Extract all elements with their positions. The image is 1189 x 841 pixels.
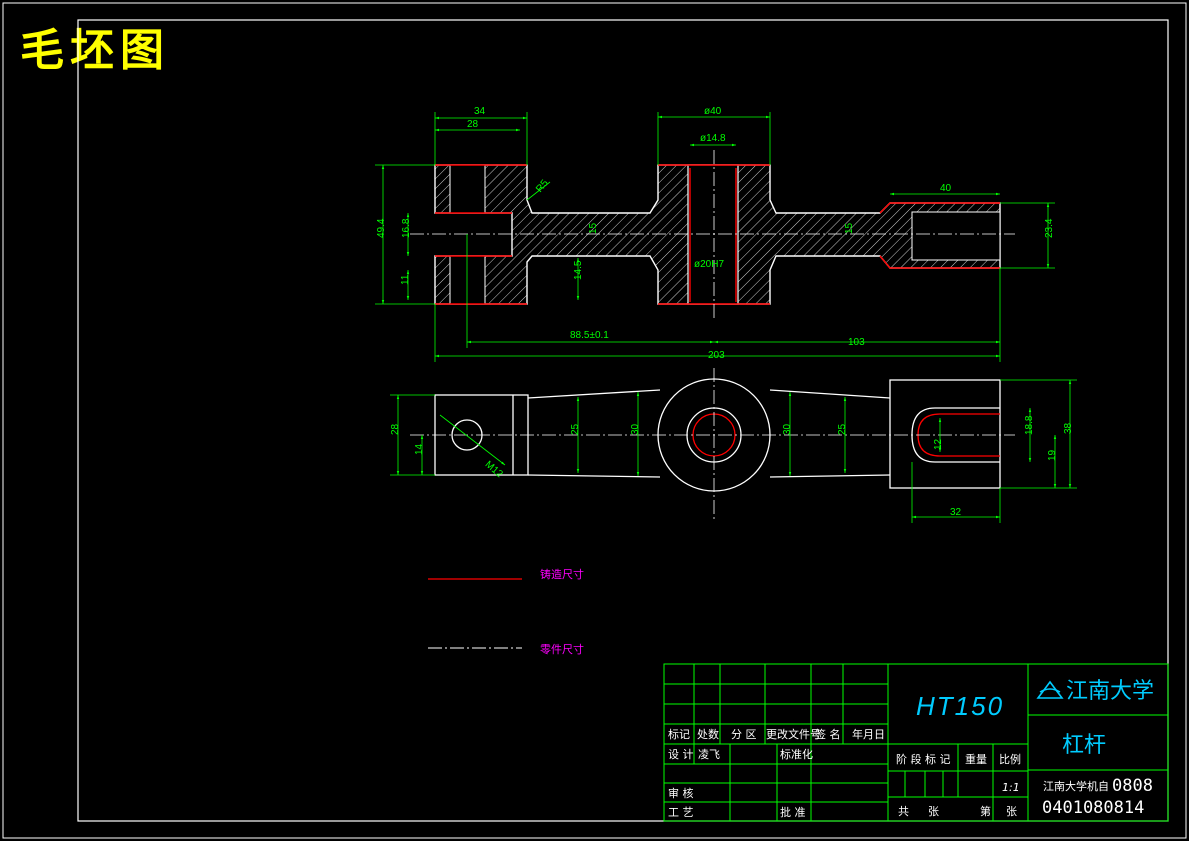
tb-designer: 凌飞 [698,747,720,761]
central-bore [687,164,739,305]
legend-casting-label: 铸造尺寸 [540,567,584,581]
tb-school: 江南大学 [1066,679,1154,704]
arm-right [769,389,891,478]
drawing-title: 毛坯图 [20,25,170,76]
drawing-frame [77,19,1169,822]
right-boss [889,379,1001,489]
right-bore [911,211,1001,261]
section-dimension-labels: 34 28 ø40 ø14.8 R5 40 49.4 16.8 11 14.5 … [376,106,1055,361]
dim-88-5: 88.5±0.1 [570,330,609,341]
dim-30-right: 30 [782,423,793,435]
dim-28: 28 [467,119,479,130]
dim-dia-14-8: ø14.8 [700,133,726,144]
tb-header-zone: 分 区 [731,728,757,741]
tb-review-label: 审 核 [668,786,694,800]
tb-scale: 1:1 [1002,781,1020,794]
dim-203: 203 [708,350,725,361]
tb-scale-label: 比例 [999,752,1021,766]
plan-dimension-labels: 28 14 25 30 30 25 M12 12 18.8 19 38 32 [390,415,1074,518]
title-block-text: 标记 处数 分 区 更改文件号 签 名 年月日 设 计 凌飞 标准化 审 核 工… [668,679,1154,819]
dim-18-8: 18.8 [1024,415,1035,435]
dim-103: 103 [848,337,865,348]
tb-weight-label: 重量 [965,752,987,766]
dim-20h7: ø20H7 [694,259,724,270]
tb-sheet-word-2: 张 [1006,805,1017,818]
tb-header-change: 更改文件号 [766,727,821,741]
dim-15-right: 15 [844,222,855,234]
tb-header-count: 处数 [697,728,719,741]
dim-14-plan: 14 [414,443,425,455]
left-slot-top [449,164,486,214]
tb-total-label: 共 [898,805,909,818]
plan-dimensions [390,379,1077,523]
dim-30-left: 30 [630,423,641,435]
dim-28-plan: 28 [390,423,401,435]
dim-49-4: 49.4 [376,218,387,238]
dim-dia-40: ø40 [704,106,722,117]
tb-standardize-label: 标准化 [780,747,813,761]
tb-page-label: 第 [980,804,991,818]
dim-32: 32 [950,507,962,518]
arm-left [527,389,661,478]
tb-stage-label: 阶 段 标 记 [896,752,951,766]
tb-class-code: 0808 [1112,776,1153,796]
plan-view [410,368,1015,520]
dim-11: 11 [400,274,411,285]
section-view [410,150,1015,320]
tb-sheet-word-1: 张 [928,805,939,818]
tb-process-label: 工 艺 [668,806,694,819]
school-logo-icon [1036,680,1064,699]
tb-header-sign: 签 名 [815,727,841,741]
dim-15-left: 15 [588,222,599,234]
left-slot-bottom [449,255,486,305]
section-dimensions [375,112,1055,362]
dim-25-left: 25 [570,423,581,435]
dim-14-5: 14.5 [573,260,584,280]
dim-23-4: 23.4 [1044,218,1055,238]
dim-38: 38 [1063,422,1074,434]
legend: 铸造尺寸 零件尺寸 [428,567,584,656]
dim-12: 12 [933,438,944,450]
tb-material: HT150 [916,691,1004,721]
tb-class-prefix: 江南大学机自 [1043,779,1109,793]
tb-part-name: 杠杆 [1062,733,1106,758]
title-block [663,663,1169,822]
tb-header-mark: 标记 [668,727,690,741]
tb-design-label: 设 计 [668,748,694,761]
dim-19: 19 [1047,449,1058,461]
legend-part-label: 零件尺寸 [540,642,584,656]
dim-16-8: 16.8 [401,218,412,238]
tb-student-id: 0401080814 [1042,798,1144,818]
tb-approve-label: 批 准 [780,805,806,819]
dim-40: 40 [940,183,952,194]
dim-25-right: 25 [837,423,848,435]
tb-header-date: 年月日 [852,727,885,741]
dim-34: 34 [474,106,486,117]
